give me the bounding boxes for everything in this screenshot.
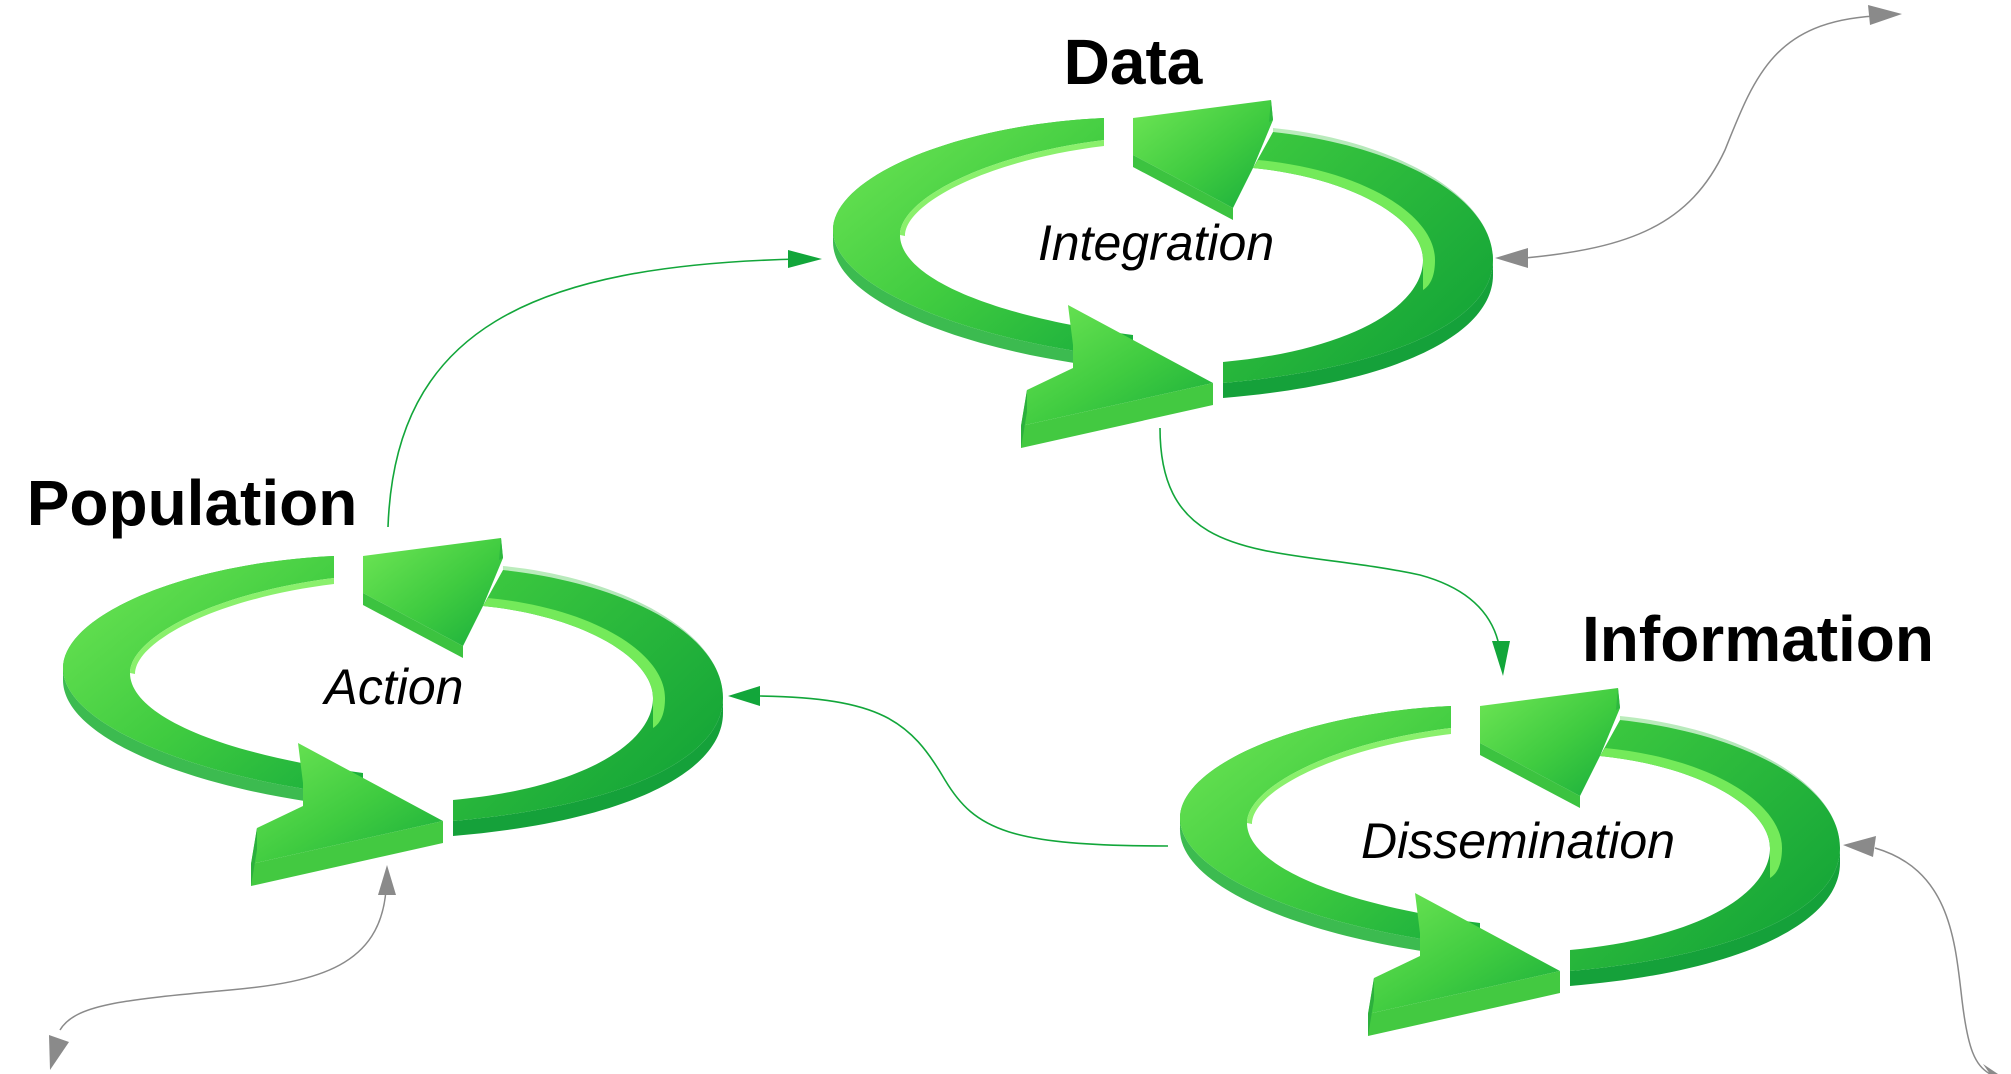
external-arrowhead-population-in [378,865,396,895]
connector-information-to-population [759,695,1169,847]
connector-data-to-information [1159,427,1501,651]
arrowhead-to-data [788,250,822,268]
population-title: Population [27,467,358,539]
external-arrowhead-population-out [49,1035,69,1070]
action-label: Action [322,659,464,715]
external-connector-population [59,889,387,1031]
information-title: Information [1582,603,1934,675]
connector-population-to-data [387,258,801,528]
external-arrowhead-data-in [1495,248,1528,268]
arrowhead-to-information [1492,641,1510,676]
arrowhead-to-population [728,686,760,706]
external-connector-data [1524,15,1876,259]
external-connector-information [1874,847,1991,1074]
data-title: Data [1064,26,1203,98]
cycle-arrow-integration [833,100,1493,448]
external-arrowhead-data-out [1868,5,1902,25]
integration-label: Integration [1038,215,1274,271]
external-arrowhead-information-out [1983,1064,1998,1074]
dissemination-label: Dissemination [1361,813,1675,869]
external-arrowhead-information-in [1843,836,1876,857]
